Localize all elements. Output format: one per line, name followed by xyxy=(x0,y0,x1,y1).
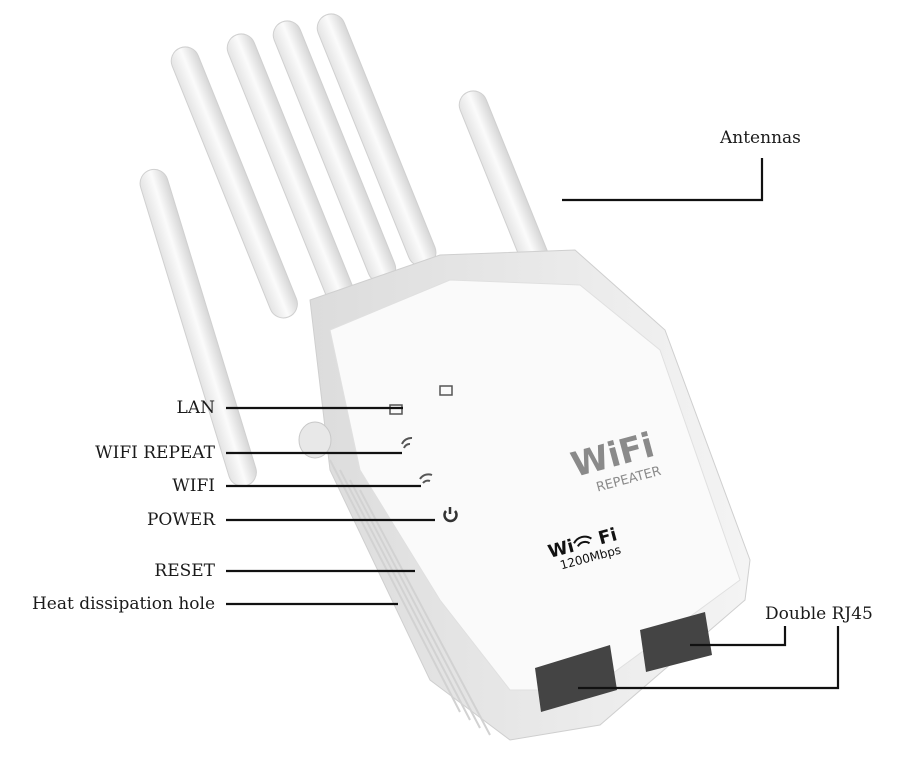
label-wifi-repeat: WIFI REPEAT xyxy=(95,443,215,463)
label-power: POWER xyxy=(146,510,215,530)
label-lan: LAN xyxy=(176,398,215,418)
wifi-icon xyxy=(419,473,433,484)
label-wifi: WIFI xyxy=(172,476,215,496)
repeater-body xyxy=(298,249,751,741)
label-antennas: Antennas xyxy=(720,128,801,148)
label-heat-dissipation-hole: Heat dissipation hole xyxy=(31,594,215,614)
power-icon xyxy=(443,507,458,523)
b-r-text: Fi xyxy=(596,524,619,549)
label-reset: RESET xyxy=(154,561,215,581)
rj45-port-1 xyxy=(640,612,712,672)
rj45-port-2 xyxy=(535,645,617,712)
wifi-repeat-icon xyxy=(401,436,413,449)
lan-icon xyxy=(439,385,453,396)
leader-lines xyxy=(226,158,840,690)
label-double-rj45: Double RJ45 xyxy=(765,604,873,624)
